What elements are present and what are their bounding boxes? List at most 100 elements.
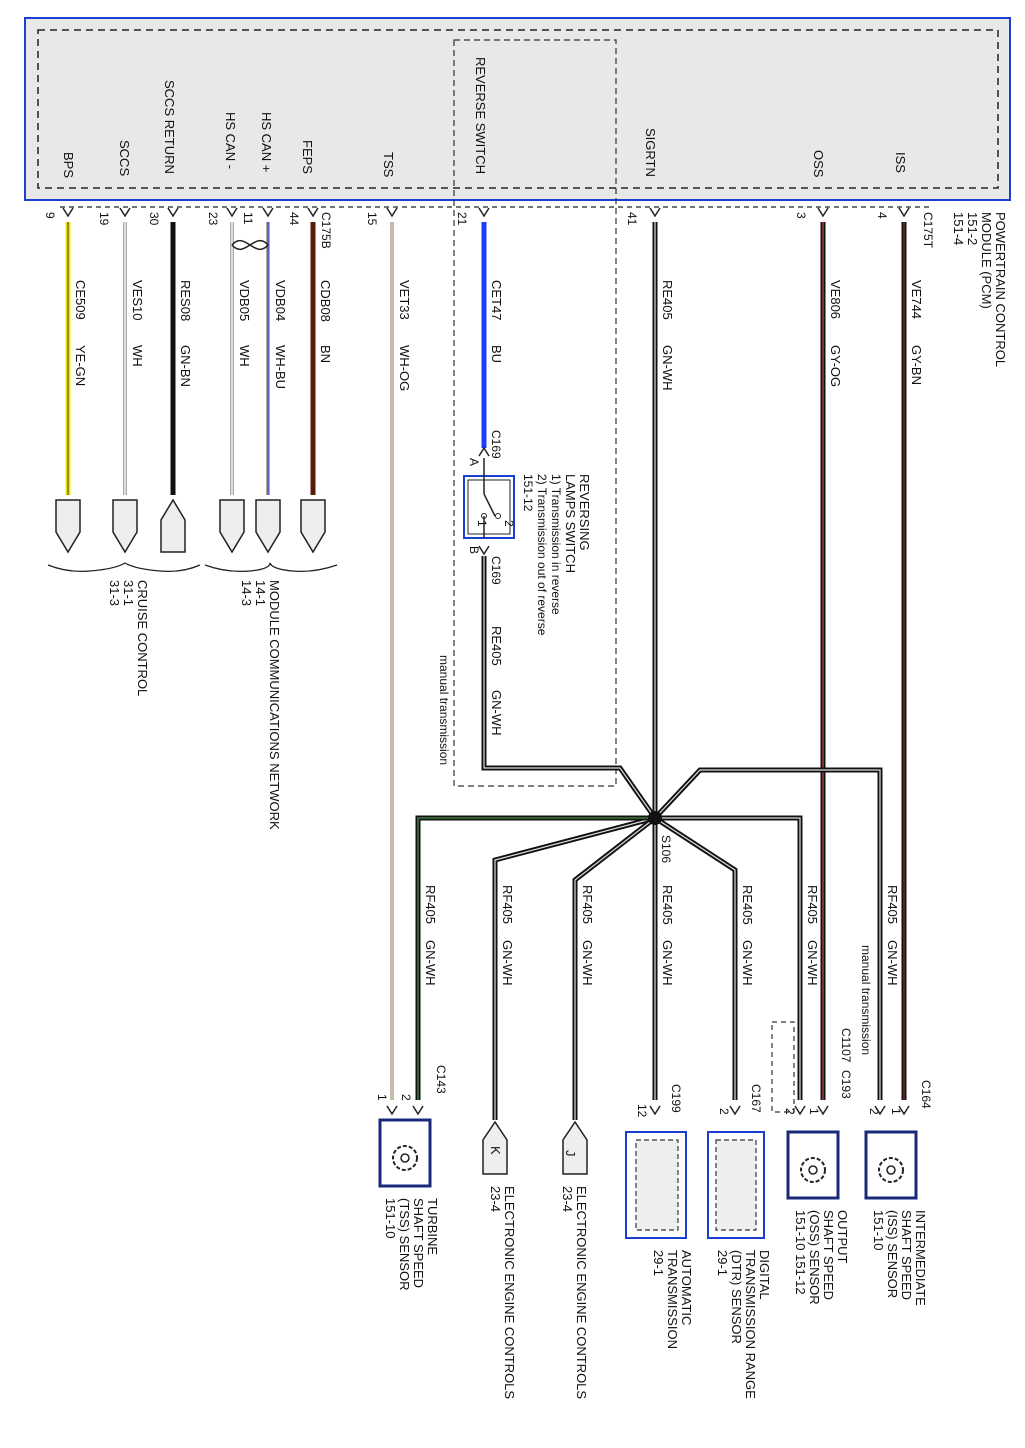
chevron-icon bbox=[226, 207, 238, 218]
wire-label-cdb08: CDB08 bbox=[318, 280, 333, 322]
pin-44: 44 bbox=[287, 212, 301, 226]
rs-connector-a: C169 bbox=[489, 430, 503, 459]
network-ref1: 14-1 bbox=[253, 580, 268, 606]
chevron-icon bbox=[817, 1105, 829, 1116]
wire-color-ves10: WH bbox=[130, 345, 145, 367]
chevron-icon bbox=[62, 207, 74, 218]
dtr-inner bbox=[715, 1139, 757, 1231]
wire-label-vet33: VET33 bbox=[397, 280, 412, 320]
signal-tss: TSS bbox=[381, 152, 396, 178]
chevron-icon bbox=[794, 1105, 806, 1116]
chevron-icon bbox=[167, 207, 179, 218]
connector-c175b: C175B bbox=[319, 212, 333, 249]
eec-j-label: ELECTRONIC ENGINE CONTROLS bbox=[574, 1186, 589, 1399]
reversing-switch: C169 A 1 2 B C169 REVERSING LAMPS SWITCH… bbox=[463, 430, 658, 820]
manual-transmission-note: manual transmission bbox=[437, 655, 451, 765]
chevron-icon bbox=[119, 207, 131, 218]
wire-label-ve744: VE744 bbox=[909, 280, 924, 319]
pin-4: 4 bbox=[875, 212, 889, 219]
branch-color-trans: GN-WH bbox=[660, 940, 675, 986]
wire-color-ve744: GY-BN bbox=[909, 345, 924, 385]
terminal-k bbox=[482, 1120, 508, 1175]
wire-color-cdb08: BN bbox=[318, 345, 333, 363]
pin-19: 19 bbox=[97, 212, 111, 226]
tss-label-4: 151-10 bbox=[383, 1198, 398, 1238]
pcm-frame bbox=[24, 17, 1011, 201]
branch-color-j: GN-WH bbox=[580, 940, 595, 986]
dtr-label-3: (DTR) SENSOR bbox=[729, 1250, 744, 1344]
iss-label-1: INTERMEDIATE bbox=[913, 1210, 928, 1306]
chevron-icon bbox=[386, 207, 398, 218]
branch-tss-stripe bbox=[417, 817, 655, 1100]
branch-iss-stripe bbox=[654, 769, 881, 1100]
rs-inner-box bbox=[467, 479, 511, 535]
rs-title3: 1) Transmission in reverse bbox=[549, 474, 563, 615]
branch-label-j: RF405 bbox=[580, 885, 595, 924]
pcm-title: POWERTRAIN CONTROL MODULE (PCM) 151-2 15… bbox=[951, 212, 1008, 367]
chevron-icon bbox=[478, 207, 490, 218]
rs-contact-label-2: 2 bbox=[502, 520, 516, 527]
bottom-chevrons bbox=[386, 1105, 910, 1116]
wire-label-ce509: CE509 bbox=[73, 280, 88, 320]
group-labels: CRUISE CONTROL 31-1 31-3 MODULE COMMUNIC… bbox=[107, 580, 282, 830]
branch-label-dtr: RE405 bbox=[740, 885, 755, 925]
pin-11: 11 bbox=[241, 212, 255, 225]
rs-title5: 151-12 bbox=[521, 474, 535, 512]
chevron-icon bbox=[898, 207, 910, 218]
chevron-icon bbox=[649, 207, 661, 218]
network-brace bbox=[204, 562, 338, 573]
connector-c175t: C175T bbox=[921, 212, 935, 249]
signal-sccs-return: SCCS RETURN bbox=[162, 80, 177, 174]
eec-j-letter: J bbox=[563, 1150, 578, 1157]
pin-9: 9 bbox=[43, 212, 57, 219]
manual-transmission-region bbox=[453, 39, 617, 787]
chevron-icon bbox=[898, 1105, 910, 1116]
pin-oss-1: 1 bbox=[807, 1108, 821, 1115]
chevron-icon bbox=[412, 1105, 424, 1116]
branch-oss bbox=[655, 815, 803, 1100]
network-label: MODULE COMMUNICATIONS NETWORK bbox=[267, 580, 282, 830]
branch-oss-stripe bbox=[655, 817, 801, 1100]
wire-label-res08: RES08 bbox=[178, 280, 193, 321]
dtr-sensor: DIGITAL TRANSMISSION RANGE (DTR) SENSOR … bbox=[707, 1131, 772, 1399]
conn-c193: C193 bbox=[839, 1070, 853, 1099]
chevron-icon bbox=[729, 1105, 741, 1116]
eec-k: K ELECTRONIC ENGINE CONTROLS 23-4 bbox=[482, 1120, 517, 1399]
wire-color-vdb05: WH bbox=[237, 345, 252, 367]
signal-hs-can-plus: HS CAN + bbox=[259, 112, 274, 172]
rs-title4: 2) Transmission out of reverse bbox=[535, 474, 549, 636]
branch-k-stripe bbox=[494, 817, 656, 1120]
wire-color-vdb04: WH-BU bbox=[273, 345, 288, 389]
chevron-icon bbox=[817, 207, 829, 218]
wire-re405-rs-stripe bbox=[483, 556, 656, 819]
terminal-sccs-return bbox=[160, 498, 186, 553]
pin-tss-1: 1 bbox=[375, 1094, 389, 1101]
conn-c167: C167 bbox=[749, 1084, 763, 1113]
chevron-icon bbox=[478, 446, 490, 457]
chevron-icon bbox=[307, 207, 319, 218]
rs-out-color: GN-WH bbox=[489, 690, 504, 736]
chevron-icon bbox=[386, 1105, 398, 1116]
pin-trans-12: 12 bbox=[635, 1104, 649, 1118]
eec-k-label: ELECTRONIC ENGINE CONTROLS bbox=[502, 1186, 517, 1399]
branch-note: manual transmission bbox=[859, 945, 873, 1055]
iss-label-2: SHAFT SPEED bbox=[899, 1210, 914, 1300]
iss-label-4: 151-10 bbox=[871, 1210, 886, 1250]
iss-sensor: INTERMEDIATE SHAFT SPEED (ISS) SENSOR 15… bbox=[864, 1130, 928, 1306]
cruise-label: CRUISE CONTROL bbox=[135, 580, 150, 696]
rs-contact-label-1: 1 bbox=[475, 520, 489, 527]
wire-re405-rs bbox=[481, 556, 658, 820]
pin-tss-2: 2 bbox=[399, 1094, 413, 1101]
pcm-title-line3: 151-2 bbox=[965, 212, 980, 245]
gear-hub-icon bbox=[400, 1153, 410, 1163]
oss-sensor: OUTPUT SHAFT SPEED (OSS) SENSOR 151-10 1… bbox=[786, 1130, 850, 1305]
tss-sensor: TURBINE SHAFT SPEED (TSS) SENSOR 151-10 bbox=[378, 1118, 440, 1290]
signal-reverse-switch: REVERSE SWITCH bbox=[473, 57, 488, 174]
wire-color-res08: GN-BN bbox=[178, 345, 193, 387]
wire-color-ce509: YE-GN bbox=[73, 345, 88, 386]
dtr-label-4: 29-1 bbox=[715, 1250, 730, 1276]
chevron-icon bbox=[262, 207, 274, 218]
splice-s106 bbox=[648, 811, 662, 825]
rs-connector-b: C169 bbox=[489, 556, 503, 585]
